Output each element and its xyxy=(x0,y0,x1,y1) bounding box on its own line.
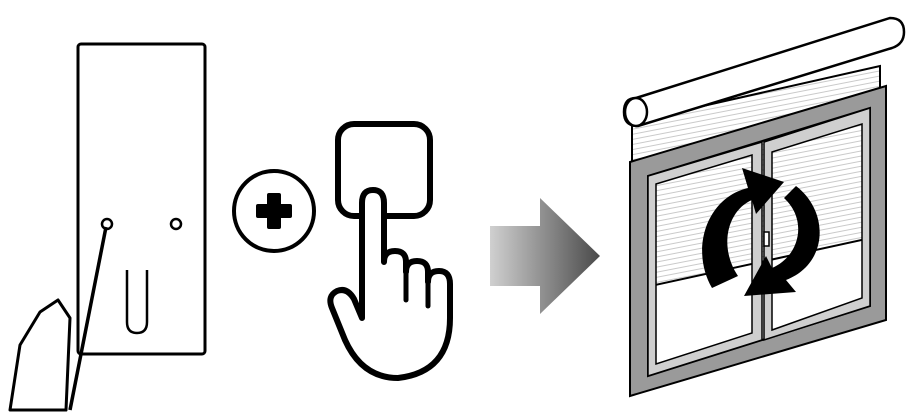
remote-control-icon xyxy=(78,44,205,354)
right-arrow-icon xyxy=(490,198,600,314)
roller-shutter-window-icon xyxy=(624,18,904,396)
indicator-hole xyxy=(171,219,181,229)
plus-circle-icon xyxy=(234,171,314,251)
remote-body xyxy=(78,44,205,354)
finger-press-button-icon xyxy=(330,124,450,378)
window-handle xyxy=(764,232,769,246)
